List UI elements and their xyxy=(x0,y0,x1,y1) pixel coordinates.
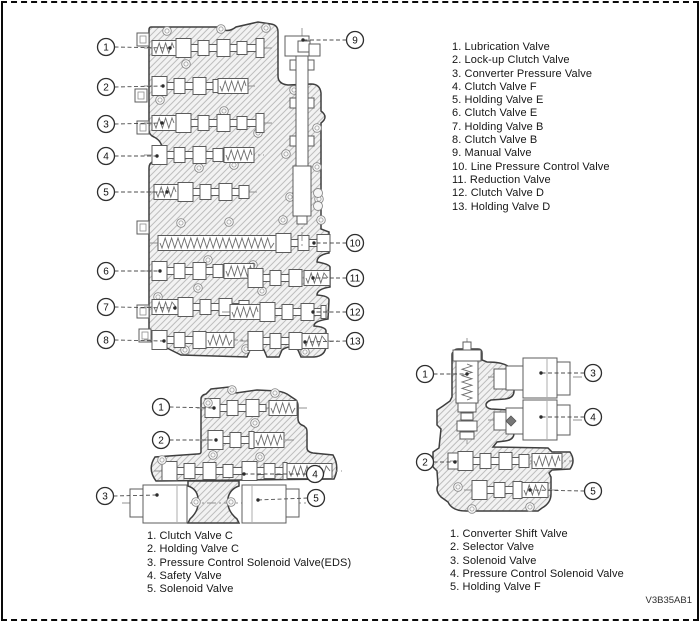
valve-spool xyxy=(464,480,558,500)
figure-code: V3B35AB1 xyxy=(645,595,692,606)
svg-text:4: 4 xyxy=(312,469,318,480)
center-connector xyxy=(186,480,241,524)
svg-text:2: 2 xyxy=(158,435,164,446)
legend-item: 1. Converter Shift Valve xyxy=(450,528,568,540)
legend-item: 4. Clutch Valve F xyxy=(452,80,537,93)
main-callout-10: 10 xyxy=(345,233,365,253)
svg-text:2: 2 xyxy=(422,457,428,468)
legend-item: 5. Holding Valve E xyxy=(452,94,544,107)
main-callout-4: 4 xyxy=(96,146,116,166)
legend-item: 3. Pressure Control Solenoid Valve(EDS) xyxy=(147,556,352,569)
main-callout-9: 9 xyxy=(345,30,365,50)
legend-item: 3. Converter Pressure Valve xyxy=(452,67,593,80)
main-callout-2: 2 xyxy=(96,77,116,97)
valve-spool xyxy=(144,38,274,58)
lower-left-callout-5: 5 xyxy=(306,488,326,508)
main-callout-8: 8 xyxy=(96,330,116,350)
legend-item: 11. Reduction Valve xyxy=(452,173,551,186)
main-callout-11: 11 xyxy=(345,268,365,288)
svg-text:13: 13 xyxy=(349,336,361,347)
legend-item: 4. Safety Valve xyxy=(147,569,222,582)
main-callout-7: 7 xyxy=(96,297,116,317)
lower-right-valve-body-diagram: 1 2 3 4 5 xyxy=(415,338,603,514)
lower-right-callout-5: 5 xyxy=(583,481,603,501)
lower-left-valve-body-diagram: 1 2 3 4 5 xyxy=(95,385,342,524)
valve-spool xyxy=(144,261,264,281)
legend-item: 10. Line Pressure Control Valve xyxy=(452,160,610,173)
valve-spool xyxy=(144,330,244,350)
svg-text:5: 5 xyxy=(103,187,109,198)
main-callout-12: 12 xyxy=(345,302,365,322)
legend-item: 5. Holding Valve F xyxy=(450,581,541,594)
legend-item: 7. Holding Valve B xyxy=(452,120,544,133)
legend-item: 1. Lubrication Valve xyxy=(452,41,550,53)
solenoid-valve-upper xyxy=(488,357,584,399)
valve-spool xyxy=(144,297,262,317)
svg-text:9: 9 xyxy=(352,35,358,46)
svg-text:4: 4 xyxy=(590,412,596,423)
legend-item: 9. Manual Valve xyxy=(452,147,532,160)
lower-right-callout-2: 2 xyxy=(415,452,435,472)
legend-item: 2. Holding Valve C xyxy=(147,543,240,556)
legend-item: 1. Clutch Valve C xyxy=(147,530,233,542)
svg-text:4: 4 xyxy=(103,151,109,162)
svg-text:2: 2 xyxy=(103,82,109,93)
valve-spool xyxy=(197,398,307,418)
main-callout-13: 13 xyxy=(345,331,365,351)
legend-item: 12. Clutch Valve D xyxy=(452,187,545,200)
svg-text:10: 10 xyxy=(349,238,361,249)
svg-text:5: 5 xyxy=(590,486,596,497)
valve-spool xyxy=(144,76,258,96)
legend-item: 5. Solenoid Valve xyxy=(147,583,234,596)
legend-item: 13. Holding Valve D xyxy=(452,200,551,213)
svg-text:3: 3 xyxy=(590,368,596,379)
main-callout-1: 1 xyxy=(96,37,116,57)
svg-text:12: 12 xyxy=(349,307,361,318)
solenoid-right xyxy=(241,484,287,524)
valve-spool xyxy=(146,182,260,202)
legend-item: 8. Clutch Valve B xyxy=(452,134,538,147)
valve-spool xyxy=(240,268,340,288)
solenoid-left-cap xyxy=(129,488,144,518)
svg-text:1: 1 xyxy=(158,402,164,413)
lower-left-callout-1: 1 xyxy=(151,397,171,417)
valve-spool xyxy=(200,430,294,450)
svg-text:11: 11 xyxy=(350,273,361,284)
svg-text:6: 6 xyxy=(103,266,109,277)
legend-item: 6. Clutch Valve E xyxy=(452,107,538,120)
valve-spool xyxy=(450,451,572,471)
pressure-control-solenoid-valve xyxy=(488,399,584,441)
lower-left-callout-3: 3 xyxy=(95,486,115,506)
svg-text:7: 7 xyxy=(103,302,109,313)
solenoid-left xyxy=(142,484,188,524)
legend-item: 2. Lock-up Clutch Valve xyxy=(452,54,570,67)
lower-right-callout-4: 4 xyxy=(583,407,603,427)
legend-item: 3. Solenoid Valve xyxy=(450,554,537,567)
svg-text:3: 3 xyxy=(103,119,109,130)
lower-left-callout-2: 2 xyxy=(151,430,171,450)
svg-text:1: 1 xyxy=(422,369,428,380)
lower-left-callout-4: 4 xyxy=(305,464,325,484)
legend-item: 2. Selector Valve xyxy=(450,541,535,554)
valve-spool xyxy=(144,145,264,165)
main-callout-5: 5 xyxy=(96,182,116,202)
valve-spool xyxy=(240,331,338,351)
main-callout-6: 6 xyxy=(96,261,116,281)
main-callout-3: 3 xyxy=(96,114,116,134)
lower-right-callout-1: 1 xyxy=(415,364,435,384)
converter-shift-valve xyxy=(452,338,482,444)
svg-text:1: 1 xyxy=(103,42,109,53)
svg-text:3: 3 xyxy=(102,491,108,502)
lower-right-callout-3: 3 xyxy=(583,363,603,383)
svg-text:5: 5 xyxy=(313,493,319,504)
manual-valve-rod xyxy=(284,28,321,246)
svg-text:8: 8 xyxy=(103,335,109,346)
solenoid-right-cap xyxy=(285,488,300,518)
valve-spool xyxy=(144,113,274,133)
legend-item: 4. Pressure Control Solenoid Valve xyxy=(450,567,624,580)
